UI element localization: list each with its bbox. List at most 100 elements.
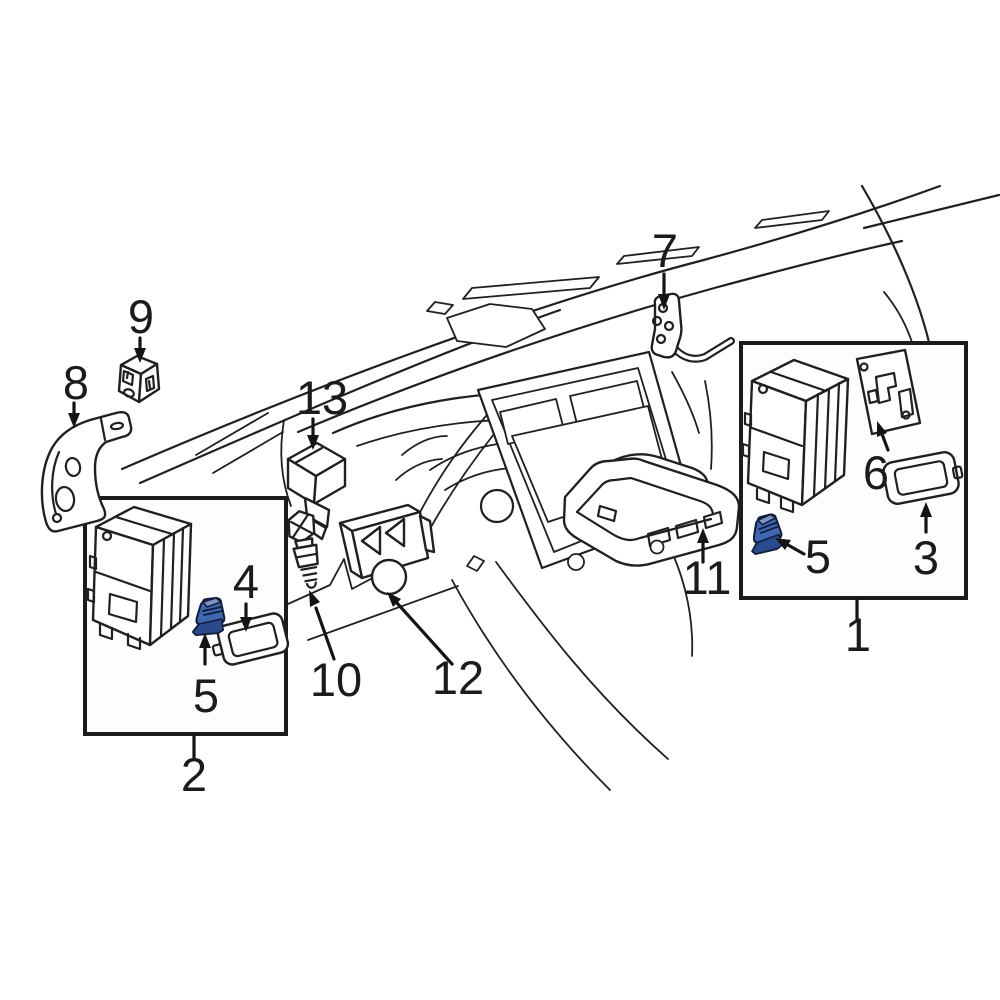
sensor-tip bbox=[305, 581, 317, 589]
part-9-relay bbox=[117, 354, 161, 404]
callout-9-label: 9 bbox=[128, 290, 154, 343]
console-hole bbox=[649, 539, 665, 555]
bracket-8-hole bbox=[64, 456, 82, 478]
left-pad-line bbox=[195, 412, 269, 456]
ecu1-side-face bbox=[800, 377, 850, 507]
part-2-ecu-module bbox=[86, 505, 193, 651]
arrowhead-13 bbox=[307, 435, 319, 450]
bracket-6-hole bbox=[859, 362, 869, 372]
bracket-8-inner-line bbox=[51, 450, 61, 516]
ecu1-top-step bbox=[769, 370, 828, 393]
arrowhead-3 bbox=[920, 502, 932, 517]
callout-8-label: 8 bbox=[63, 356, 89, 409]
module-11-slot bbox=[596, 504, 618, 523]
module-11-connector bbox=[674, 518, 700, 540]
sensor-body-line bbox=[295, 552, 318, 559]
module-12-arrow-cutout bbox=[360, 525, 382, 556]
bracket-8-slot bbox=[109, 421, 125, 431]
bracket-6-step-cut bbox=[874, 371, 898, 405]
ignition-knob bbox=[479, 488, 515, 524]
part-12-module bbox=[338, 503, 436, 596]
relay-13-connector bbox=[303, 496, 331, 529]
part-1-ecu-module bbox=[741, 358, 850, 514]
ecu1-label-plate bbox=[761, 450, 791, 481]
left-pad-line-2 bbox=[212, 431, 284, 474]
ecu2-seam bbox=[94, 570, 152, 593]
knee-bolster-line-2 bbox=[307, 585, 459, 641]
bracket-arm-fill bbox=[673, 339, 733, 361]
bracket-6-slot-small bbox=[866, 388, 880, 405]
ecu1-ribs bbox=[812, 381, 841, 498]
console-hole bbox=[567, 553, 585, 571]
part-7-bracket bbox=[650, 292, 735, 363]
ecu1-front-face bbox=[746, 379, 808, 507]
vent-slot-far-right bbox=[754, 210, 830, 229]
module-11-body bbox=[562, 457, 741, 567]
ecu1-screw-hole bbox=[757, 383, 769, 395]
tray-4-tab bbox=[211, 643, 224, 657]
callout-labels: 9 8 13 7 4 5 2 10 12 11 1 5 3 6 bbox=[63, 224, 939, 801]
callout-1-label: 1 bbox=[845, 608, 871, 661]
relay-13-seam bbox=[293, 446, 324, 465]
module-11-connector bbox=[702, 510, 724, 530]
callout-5-right-label: 5 bbox=[805, 530, 831, 583]
bracket-8-fold bbox=[99, 417, 107, 442]
bolster-diamond bbox=[466, 555, 485, 572]
part-13-relay bbox=[286, 441, 347, 541]
sensor-cap-cross bbox=[289, 513, 314, 539]
arrowhead-9 bbox=[134, 348, 146, 363]
ecu2-screw-hole bbox=[101, 530, 113, 542]
module-11-connector bbox=[646, 526, 672, 548]
part-8-bracket bbox=[40, 411, 133, 533]
arrowhead-8 bbox=[68, 413, 80, 428]
part-1-group bbox=[739, 341, 968, 600]
arrowhead-6 bbox=[877, 421, 887, 437]
ecu1-seam bbox=[750, 426, 804, 448]
callout-10-label: 10 bbox=[310, 653, 362, 706]
leader-5-right bbox=[786, 543, 806, 556]
leader-10 bbox=[314, 606, 336, 661]
tray-4-inner bbox=[227, 621, 279, 658]
module-12-left bbox=[338, 521, 364, 580]
callout-5-left-label: 5 bbox=[193, 669, 219, 722]
cowl-top-line bbox=[862, 193, 1000, 230]
module-11-top-edge bbox=[575, 476, 715, 516]
arrowhead-5-left bbox=[199, 633, 211, 648]
part-10-sensor bbox=[287, 510, 319, 589]
callout-12-label: 12 bbox=[432, 651, 484, 704]
callout-7-label: 7 bbox=[652, 224, 678, 277]
ecu2-top-step bbox=[114, 515, 174, 536]
bracket-hole bbox=[655, 333, 667, 345]
bracket-8-hole bbox=[51, 512, 63, 524]
windshield-base-line bbox=[120, 184, 942, 471]
relay-9-oval bbox=[123, 388, 135, 398]
callout-4-label: 4 bbox=[233, 555, 259, 608]
bracket-6-slot bbox=[897, 387, 915, 419]
defroster-slot bbox=[462, 276, 600, 300]
part-11-module bbox=[562, 453, 741, 571]
arrowhead-4 bbox=[240, 617, 252, 632]
arrowhead-10 bbox=[309, 590, 320, 607]
arrowhead-5-right bbox=[775, 538, 791, 550]
arrowhead-11 bbox=[697, 528, 709, 543]
speaker-grille bbox=[446, 303, 546, 348]
ecu2-ribs bbox=[159, 526, 185, 638]
module-12-arrow-cutout bbox=[384, 517, 406, 548]
callout-leaders bbox=[68, 272, 932, 759]
relay-9-cutout bbox=[121, 369, 135, 387]
console-curve bbox=[451, 579, 611, 791]
tray-3-inner bbox=[893, 460, 949, 496]
bracket-8-body bbox=[40, 411, 133, 533]
bracket-8-hole bbox=[54, 485, 76, 513]
part-2-group bbox=[83, 496, 290, 736]
arrowhead-7 bbox=[658, 294, 670, 310]
module-12-tab bbox=[418, 514, 436, 554]
steering-spoke-arc-2 bbox=[395, 458, 443, 481]
relay-9-clip-slot bbox=[144, 374, 156, 393]
ecu2-label-plate bbox=[107, 592, 139, 624]
part-3-tray bbox=[882, 451, 964, 505]
sensor-threads bbox=[300, 566, 318, 583]
callout-2-label: 2 bbox=[181, 748, 207, 801]
ecu1-feet bbox=[755, 487, 795, 514]
